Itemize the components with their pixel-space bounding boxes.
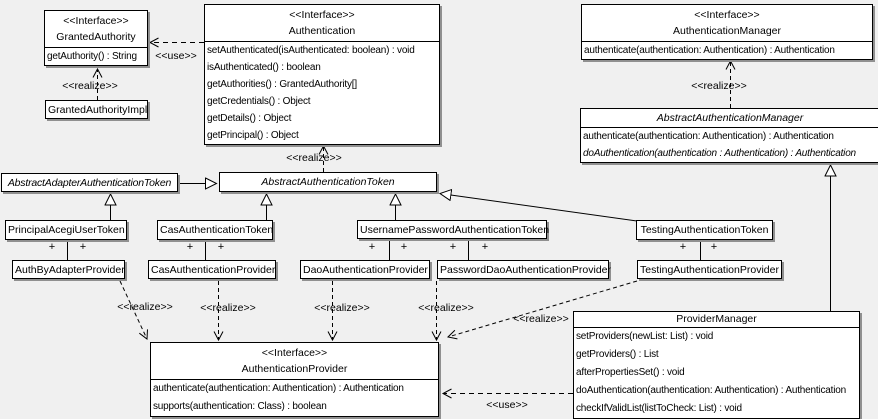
edge-label-use: <<use>>: [155, 50, 197, 62]
class-name: UsernamePasswordAuthenticationToken: [360, 224, 550, 236]
assoc-end-plus: +: [79, 241, 87, 253]
class-testing-authentication-token[interactable]: TestingAuthenticationToken: [636, 220, 773, 240]
method: authenticate(authentication: Authenticat…: [153, 383, 404, 394]
stereotype-label: <<Interface>>: [63, 15, 129, 27]
class-testing-authentication-provider[interactable]: TestingAuthenticationProvider: [637, 260, 782, 279]
class-name: Authentication: [288, 25, 356, 37]
class-authentication-provider[interactable]: <<Interface>> AuthenticationProvider aut…: [150, 342, 439, 417]
class-name: TestingAuthenticationToken: [640, 224, 769, 236]
method: getPrincipal() : Object: [207, 130, 299, 141]
method: getProviders() : List: [576, 349, 659, 360]
class-dao-authentication-provider[interactable]: DaoAuthenticationProvider: [300, 260, 430, 279]
class-cas-authentication-provider[interactable]: CasAuthenticationProvider: [148, 260, 276, 279]
edge-label-realize: <<realize>>: [314, 302, 370, 314]
edge-label-realize: <<realize>>: [117, 301, 173, 313]
edge-label-realize: <<realize>>: [513, 313, 569, 325]
method: getAuthorities() : GrantedAuthority[]: [207, 79, 357, 90]
assoc-end-plus: +: [481, 241, 489, 253]
class-authentication-manager[interactable]: <<Interface>> AuthenticationManager auth…: [581, 4, 873, 60]
assoc-end-plus: +: [48, 241, 56, 253]
assoc-end-plus: +: [679, 241, 687, 253]
method: supports(authentication: Class) : boolea…: [153, 401, 327, 412]
method: checkIfValidList(listToCheck: List) : vo…: [576, 403, 742, 414]
edge-label-realize: <<realize>>: [200, 302, 256, 314]
assoc-end-plus: +: [710, 241, 718, 253]
class-name: AbstractAuthenticationManager: [656, 112, 804, 124]
class-password-dao-authentication-provider[interactable]: PasswordDaoAuthenticationProvider: [437, 260, 612, 279]
assoc-end-plus: +: [368, 241, 376, 253]
edge-label-realize: <<realize>>: [691, 80, 747, 92]
stereotype-label: <<Interface>>: [261, 347, 328, 359]
class-name: AbstractAuthenticationToken: [261, 176, 395, 188]
stereotype-label: <<Interface>>: [289, 9, 355, 21]
class-auth-by-adapter-provider[interactable]: AuthByAdapterProvider: [12, 260, 125, 279]
edge-label-realize: <<realize>>: [418, 302, 474, 314]
class-principal-acegi-user-token[interactable]: PrincipalAcegiUserToken: [5, 220, 127, 240]
class-name: PasswordDaoAuthenticationProvider: [440, 264, 612, 276]
class-name: GrantedAuthority: [56, 31, 136, 43]
class-name: AuthenticationManager: [673, 25, 781, 37]
class-name: CasAuthenticationToken: [160, 224, 274, 236]
method: authenticate(authentication: Authenticat…: [584, 45, 835, 56]
method: getAuthority() : String: [47, 51, 137, 62]
class-granted-authority[interactable]: <<Interface>> GrantedAuthority getAuthor…: [44, 10, 148, 66]
class-name: DaoAuthenticationProvider: [303, 264, 428, 276]
method: setProviders(newList: List) : void: [576, 331, 714, 342]
class-name: GrantedAuthorityImpl: [48, 104, 148, 116]
edge-label-use: <<use>>: [486, 399, 528, 411]
class-name: PrincipalAcegiUserToken: [8, 224, 125, 236]
assoc-end-plus: +: [449, 241, 457, 253]
assoc-end-plus: +: [400, 241, 408, 253]
method: isAuthenticated() : boolean: [207, 62, 321, 73]
class-cas-authentication-token[interactable]: CasAuthenticationToken: [157, 220, 273, 240]
method: authenticate(authentication: Authenticat…: [583, 131, 834, 142]
edge-realize-authbyadapter-provider: [119, 280, 148, 340]
assoc-end-plus: +: [217, 241, 225, 253]
edge-realize-testing-provider: [446, 280, 638, 340]
stereotype-label: <<Interface>>: [694, 9, 760, 21]
assoc-end-plus: +: [186, 241, 194, 253]
edge-label-realize: <<realize>>: [62, 80, 118, 92]
method: getDetails() : Object: [207, 113, 292, 124]
method: getCredentials() : Object: [207, 96, 311, 107]
edge-label-realize: <<realize>>: [286, 152, 342, 164]
class-name: AuthByAdapterProvider: [15, 264, 125, 276]
method: doAuthentication(authentication : Authen…: [583, 148, 856, 159]
class-name: AuthenticationProvider: [241, 363, 348, 375]
class-name: CasAuthenticationProvider: [151, 264, 276, 276]
class-abstract-authentication-token[interactable]: AbstractAuthenticationToken: [219, 172, 437, 192]
method: doAuthentication(authentication: Authent…: [576, 385, 846, 396]
class-provider-manager[interactable]: ProviderManager setProviders(newList: Li…: [573, 311, 860, 419]
class-username-password-authentication-token[interactable]: UsernamePasswordAuthenticationToken: [357, 220, 550, 239]
class-name: AbstractAdapterAuthenticationToken: [7, 177, 172, 189]
class-name: ProviderManager: [676, 313, 757, 325]
class-abstract-adapter-authentication-token[interactable]: AbstractAdapterAuthenticationToken: [1, 173, 178, 192]
class-granted-authority-impl[interactable]: GrantedAuthorityImpl: [45, 100, 148, 119]
class-authentication[interactable]: <<Interface>> Authentication setAuthenti…: [204, 4, 440, 145]
method: afterPropertiesSet() : void: [576, 367, 685, 378]
class-abstract-authentication-manager[interactable]: AbstractAuthenticationManager authentica…: [580, 108, 878, 163]
class-name: TestingAuthenticationProvider: [640, 264, 779, 276]
method: setAuthenticated(isAuthenticated: boolea…: [207, 45, 415, 56]
edge-extends-testing-token: [440, 194, 638, 222]
